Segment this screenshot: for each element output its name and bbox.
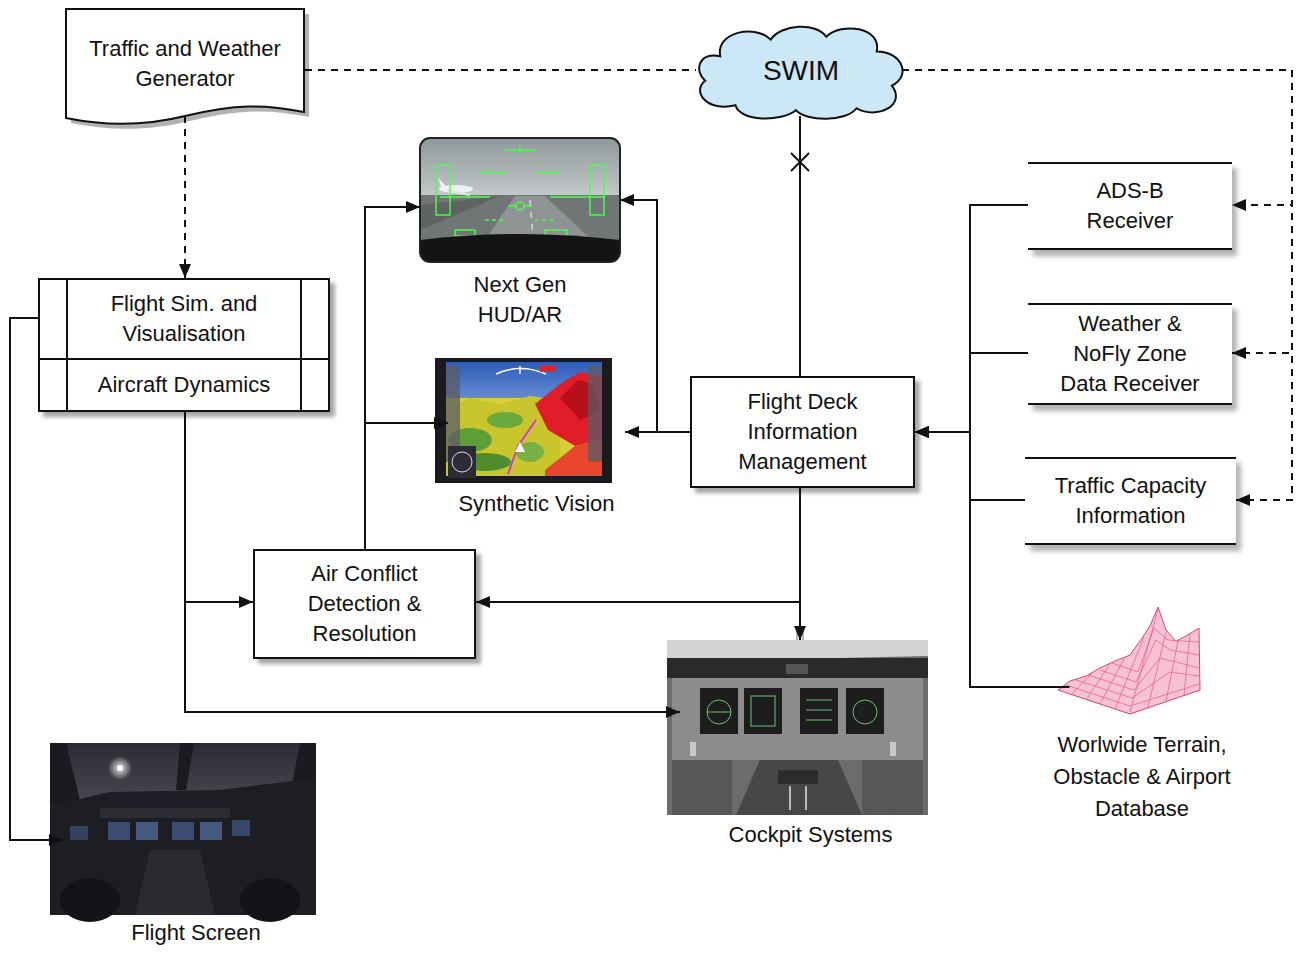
connector	[305, 69, 696, 71]
image-node: Worlwide Terrain, Obstacle & Airport Dat…	[1009, 605, 1275, 825]
connector	[185, 412, 680, 712]
image-frame	[1070, 605, 1215, 715]
image-caption: Worlwide Terrain, Obstacle & Airport Dat…	[1022, 729, 1262, 825]
connector	[365, 423, 448, 549]
data-source-box: Traffic Capacity Information	[1025, 457, 1236, 545]
box-label: ADS-B Receiver	[1075, 176, 1185, 236]
caption-block: Next Gen HUD/AR	[420, 270, 620, 330]
image-caption: Synthetic Vision	[448, 489, 625, 519]
box-section: Aircraft Dynamics	[40, 358, 328, 410]
image-node: Next Gen HUD/AR	[420, 138, 620, 330]
box-label: Air Conflict Detection & Resolution	[272, 559, 457, 649]
cloud-node: SWIM	[690, 22, 912, 120]
flight-screen-illustration	[50, 743, 316, 922]
box-label: Flight Deck Information Management	[703, 387, 903, 477]
box-label: SWIM	[763, 56, 839, 86]
document-box: Traffic and Weather Generator	[65, 8, 305, 126]
box-label: Traffic Capacity Information	[1036, 471, 1226, 531]
image-frame	[448, 358, 625, 483]
box-label: Flight Sim. and Visualisation	[74, 289, 294, 349]
synthetic-vision-illustration	[435, 358, 612, 483]
hud-illustration	[420, 138, 620, 262]
image-frame	[680, 640, 941, 815]
data-source-box: ADS-B Receiver	[1028, 162, 1232, 250]
caption-block: Worlwide Terrain, Obstacle & Airport Dat…	[1009, 729, 1275, 825]
cockpit-illustration	[667, 628, 928, 815]
connector	[799, 116, 801, 376]
image-frame	[63, 743, 329, 915]
sectioned-box: Flight Sim. and VisualisationAircraft Dy…	[38, 278, 330, 412]
image-node: Cockpit Systems	[667, 640, 954, 850]
image-frame	[420, 138, 620, 262]
connector	[185, 412, 253, 602]
image-caption: Flight Screen	[63, 919, 329, 947]
image-caption: Cockpit Systems	[680, 820, 941, 850]
box-label: Traffic and Weather Generator	[87, 34, 283, 94]
terrain-mesh-illustration	[1058, 607, 1200, 714]
shape-outline	[66, 9, 304, 124]
caption-block: Synthetic Vision	[435, 489, 638, 519]
shape-outline	[699, 27, 902, 119]
connector	[620, 200, 690, 432]
connector	[184, 116, 186, 278]
box-label: Weather & NoFly Zone Data Receiver	[1054, 309, 1206, 399]
caption-block: Flight Screen	[50, 919, 342, 947]
connector	[915, 205, 1028, 432]
image-caption: Next Gen HUD/AR	[455, 270, 585, 330]
box-section: Flight Sim. and Visualisation	[40, 280, 328, 358]
box-label: Aircraft Dynamics	[98, 370, 270, 400]
image-node: Flight Screen	[50, 743, 342, 947]
image-node: Synthetic Vision	[435, 358, 638, 519]
side-bar	[66, 280, 68, 410]
caption-block: Cockpit Systems	[667, 820, 954, 850]
connector	[915, 353, 1028, 432]
process-box: Flight Deck Information Management	[690, 376, 915, 488]
side-bar	[300, 280, 302, 410]
connector	[365, 207, 420, 549]
data-source-box: Weather & NoFly Zone Data Receiver	[1028, 303, 1232, 405]
process-box: Air Conflict Detection & Resolution	[253, 549, 476, 659]
connector	[902, 70, 1292, 500]
